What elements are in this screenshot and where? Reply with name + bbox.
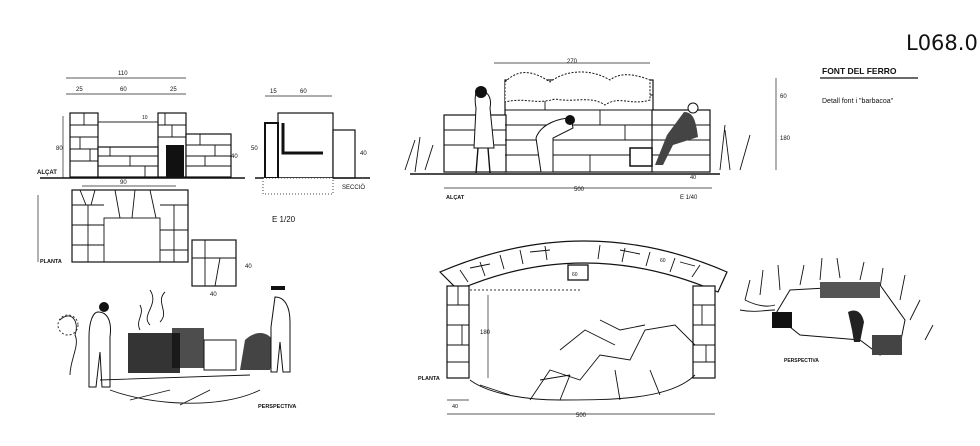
dim-plan-low: 40 — [245, 264, 252, 270]
sheet-code: L068.01 — [906, 31, 980, 55]
dim-total-width: 110 — [118, 71, 128, 77]
dim-section-b: 60 — [300, 89, 307, 95]
barbecue-elevation: 110 25 60 25 80 40 10 ALÇAT — [37, 71, 245, 179]
barbecue-section: 15 60 50 40 SECCIÓ — [251, 89, 370, 195]
dim-wall-height: 180 — [780, 136, 791, 142]
fountain-perspective-label: PERSPECTIVA — [784, 358, 819, 364]
fountain-plan-label: PLANTA — [418, 376, 440, 382]
elevation-label: ALÇAT — [37, 170, 57, 176]
scale-label: E 1/20 — [272, 215, 296, 224]
dim-plan-depth: 40 — [210, 292, 217, 298]
sheet-title: FONT DEL FERRO — [822, 66, 897, 76]
dim-top-height: 60 — [780, 94, 787, 100]
dim-side-height: 40 — [231, 154, 238, 160]
dim-total-width: 500 — [574, 187, 585, 193]
barbecue-perspective-sketch: PERSPECTIVA — [57, 286, 296, 410]
dim-plan-depth: 180 — [480, 330, 491, 336]
fountain-plan: 60 60 180 40 500 PLANTA — [418, 240, 728, 419]
dim-right: 25 — [170, 87, 177, 93]
section-label: SECCIÓ — [342, 184, 365, 191]
dim-plan-arc: 60 — [660, 258, 666, 264]
plan-label: PLANTA — [40, 259, 62, 265]
dim-middle: 60 — [120, 87, 127, 93]
dim-top: 10 — [142, 115, 148, 121]
dim-plan-width: 500 — [576, 413, 587, 419]
dim-section-a: 15 — [270, 89, 277, 95]
fountain-perspective-sketch: PERSPECTIVA — [739, 257, 934, 364]
perspective-label: PERSPECTIVA — [258, 404, 296, 410]
fountain-elevation: 270 500 40 60 180 ALÇAT E 1/40 — [404, 59, 791, 201]
dim-plan-width: 90 — [120, 180, 127, 186]
dim-section-h: 50 — [251, 146, 258, 152]
dim-section-side: 40 — [360, 151, 367, 157]
dim-plan-wall: 40 — [452, 404, 458, 410]
dim-bench: 40 — [690, 175, 696, 181]
sheet-subtitle: Detall font i "barbacoa" — [822, 98, 894, 105]
fountain-elevation-label: ALÇAT — [446, 195, 465, 201]
dim-height: 80 — [56, 146, 63, 152]
dim-left: 25 — [76, 87, 83, 93]
dim-top-width: 270 — [567, 59, 578, 65]
fountain-scale: E 1/40 — [680, 195, 698, 201]
barbecue-plan: 90 40 40 PLANTA E 1/20 — [37, 180, 296, 298]
dim-plan-niche: 60 — [572, 272, 578, 278]
